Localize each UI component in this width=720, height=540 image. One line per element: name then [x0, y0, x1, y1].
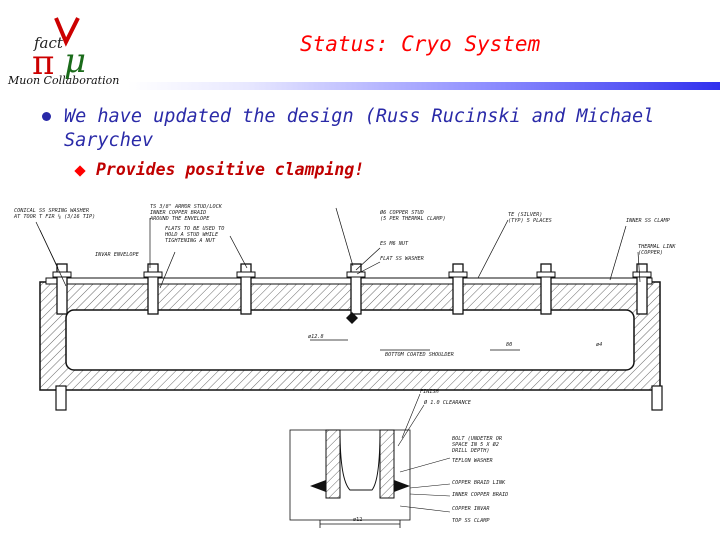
svg-text:AT TOOR T FIR ¼ (3/16 TIP): AT TOOR T FIR ¼ (3/16 TIP): [13, 214, 95, 220]
svg-text:TIGHTENING A NUT: TIGHTENING A NUT: [165, 238, 216, 244]
svg-text:CONICAL SS SPRING WASHER: CONICAL SS SPRING WASHER: [14, 208, 89, 214]
svg-text:ø12.8: ø12.8: [308, 334, 324, 340]
svg-text:INNER COPPER BRAID: INNER COPPER BRAID: [452, 492, 508, 498]
svg-text:SPACE IN 5 X Ø2: SPACE IN 5 X Ø2: [452, 441, 499, 448]
svg-text:DRILL DEPTH): DRILL DEPTH): [451, 448, 489, 454]
svg-text:(COPPER): (COPPER): [638, 250, 663, 256]
title-rule-bar: [128, 82, 720, 90]
sub-bullet-text: Provides positive clamping!: [96, 160, 365, 179]
svg-text:HOLD A STUD WHILE: HOLD A STUD WHILE: [164, 232, 219, 238]
bullet-marker: [42, 112, 51, 121]
sub-bullet-marker: [74, 165, 86, 177]
svg-text:INNER COPPER BRAID: INNER COPPER BRAID: [150, 210, 206, 216]
svg-text:FINISH: FINISH: [420, 389, 440, 395]
svg-text:(5 PER THERMAL CLAMP): (5 PER THERMAL CLAMP): [380, 216, 446, 222]
svg-text:ø12: ø12: [353, 517, 362, 523]
svg-text:TE (SILVER): TE (SILVER): [508, 212, 542, 218]
muon-collaboration-logo: fact π μ Muon Collaboration: [4, 6, 132, 86]
svg-text:μ: μ: [64, 41, 86, 81]
svg-text:Ø 1.0 CLEARANCE: Ø 1.0 CLEARANCE: [424, 399, 472, 406]
svg-text:Ø6 COPPER STUD: Ø6 COPPER STUD: [380, 209, 424, 216]
svg-text:INVAR ENVELOPE: INVAR ENVELOPE: [95, 252, 140, 258]
cryostat-cross-section: [39, 263, 663, 411]
svg-text:ø4: ø4: [596, 342, 602, 348]
svg-text:π: π: [32, 43, 54, 83]
svg-text:TOP SS CLAMP: TOP SS CLAMP: [452, 518, 490, 524]
svg-text:TEFLON WASHER: TEFLON WASHER: [452, 458, 493, 464]
svg-text:TS 3/8" ARMOR STUD/LOCK: TS 3/8" ARMOR STUD/LOCK: [150, 204, 223, 210]
svg-text:AROUND THE ENVELOPE: AROUND THE ENVELOPE: [149, 216, 210, 222]
logo-wordmark: fact: [33, 34, 64, 52]
svg-text:COPPER BRAID LINK: COPPER BRAID LINK: [452, 480, 506, 486]
svg-text:COPPER INVAR: COPPER INVAR: [452, 506, 489, 512]
svg-text:80: 80: [506, 342, 512, 348]
svg-text:ES M6 NUT: ES M6 NUT: [380, 241, 409, 247]
logo-caption: Muon Collaboration: [7, 74, 119, 86]
bullet-text: We have updated the design (Russ Rucinsk…: [64, 106, 655, 151]
slide-title: Status: Cryo System: [300, 32, 541, 56]
clamp-detail-view: ø12: [289, 429, 411, 528]
engineering-drawing: CONICAL SS SPRING WASHER AT TOOR T FIR ¼…: [0, 190, 720, 540]
svg-text:THERMAL LINK: THERMAL LINK: [638, 244, 676, 250]
svg-text:(TYP) 5 PLACES: (TYP) 5 PLACES: [508, 218, 552, 224]
svg-text:BOTTOM COATED SHOULDER: BOTTOM COATED SHOULDER: [385, 352, 454, 358]
svg-text:BOLT (UNDETER OR: BOLT (UNDETER OR: [452, 436, 502, 442]
svg-text:FLAT SS WASHER: FLAT SS WASHER: [380, 256, 424, 262]
svg-text:FLATS TO BE USED TO: FLATS TO BE USED TO: [165, 226, 224, 232]
svg-text:INNER SS CLAMP: INNER SS CLAMP: [626, 218, 671, 224]
